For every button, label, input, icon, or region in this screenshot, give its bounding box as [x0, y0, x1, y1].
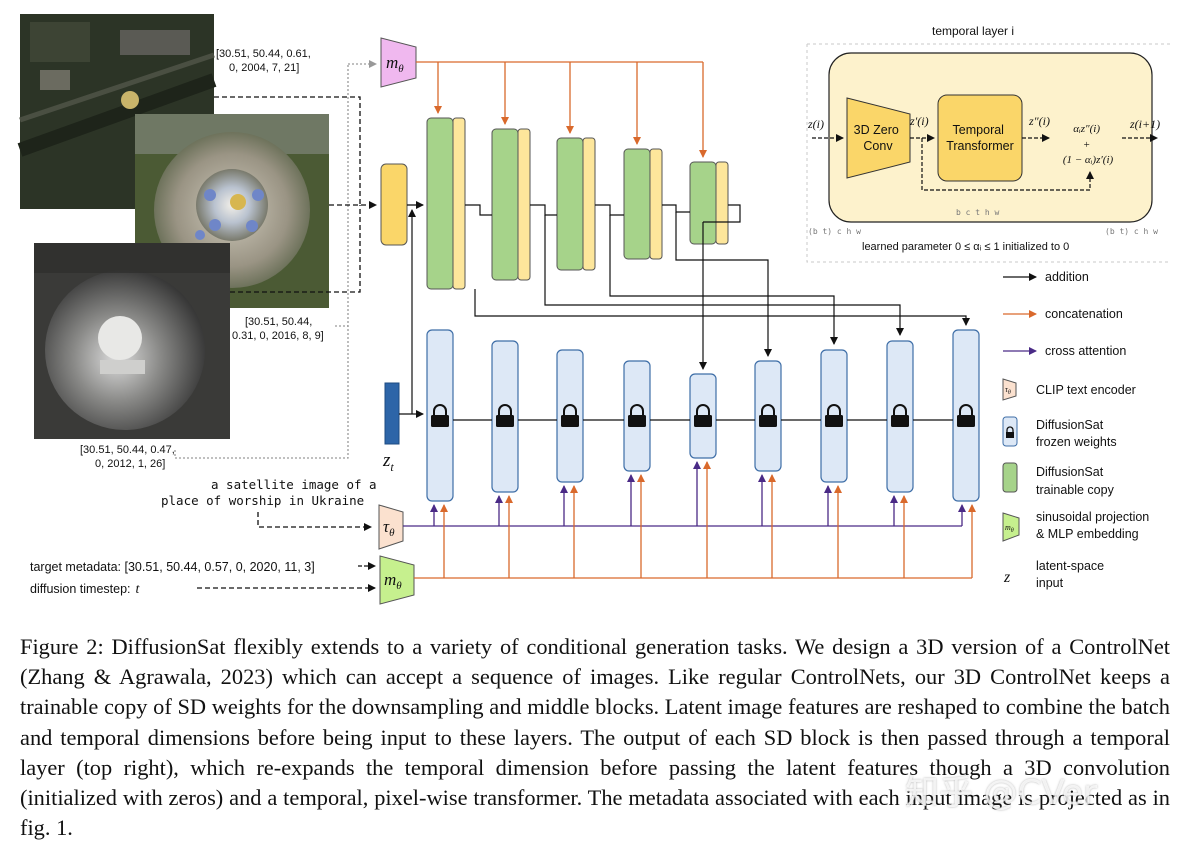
- z-prime-label: z′(i): [909, 114, 929, 128]
- legend-latent: latent-space input: [1036, 559, 1108, 590]
- temporal-transformer: [937, 94, 1023, 182]
- satellite-image-1: [17, 14, 217, 209]
- metadata-line-3: [174, 326, 349, 459]
- skip-connection-arrow: [921, 138, 1094, 191]
- legend-trainable: DiffusionSat trainable copy: [1036, 465, 1115, 497]
- dims-right: (b t) c h w: [1105, 227, 1158, 236]
- controlnet-input-block: [380, 163, 408, 246]
- trainable-block-3: [556, 137, 584, 271]
- trainable-connections: [465, 204, 741, 223]
- temporal-block-4: [649, 148, 663, 260]
- addition-arrows: [474, 212, 970, 370]
- temporal-panel-border: [806, 43, 1170, 263]
- svg-text:τθ: τθ: [383, 517, 395, 539]
- legend-latent-icon: z: [1003, 569, 1011, 586]
- svg-text:mθ: mθ: [386, 53, 404, 75]
- temporal-block-2: [517, 128, 531, 281]
- temporal-transformer-label: Temporal Transformer: [946, 123, 1014, 153]
- zero-conv-label: 3D Zero Conv: [854, 123, 903, 153]
- metadata-label-3: [30.51, 50.44, 0.47, 0, 2012, 1, 26]: [80, 444, 178, 470]
- lock-icon: [431, 404, 449, 427]
- legend-mlp-icon: mθ: [1002, 512, 1020, 542]
- svg-text:mθ: mθ: [384, 570, 402, 592]
- dims-inner: b c t h w: [956, 208, 1000, 217]
- z-in-label: z(i): [807, 117, 824, 131]
- latent-zt-block: [384, 382, 400, 445]
- lock-icon: [825, 404, 843, 427]
- image-3-line: [230, 205, 361, 293]
- temporal-block-5: [715, 161, 729, 245]
- trainable-blocks: [426, 117, 729, 290]
- temporal-block-1: [452, 117, 466, 290]
- image-1-line: [214, 96, 361, 205]
- temporal-block-3: [582, 137, 596, 271]
- lock-icon: [694, 404, 712, 427]
- diffusion-timestep-label: diffusion timestep:t: [30, 582, 141, 597]
- concat-bus-bottom: [414, 461, 976, 579]
- trainable-block-4: [623, 148, 651, 260]
- temporal-layer-title: temporal layer i: [932, 24, 1014, 38]
- concat-bus-top: [416, 61, 707, 158]
- legend-sinusoidal: sinusoidal projection & MLP embedding: [1036, 510, 1153, 541]
- dims-left: (b t) c h w: [808, 227, 861, 236]
- trainable-block-1: [426, 117, 454, 290]
- legend-addition: addition: [1045, 270, 1089, 284]
- z-double-prime-label: z″(i): [1028, 114, 1050, 128]
- trainable-block-2: [491, 128, 519, 281]
- lock-icon: [759, 404, 777, 427]
- metadata-label-2: [30.51, 50.44, 0.31, 0, 2016, 8, 9]: [232, 316, 324, 342]
- lock-icon: [957, 404, 975, 427]
- legend-clip: CLIP text encoder: [1036, 383, 1136, 397]
- prompt-arrow: [257, 512, 372, 531]
- text-prompt: a satellite image of a place of worship …: [161, 477, 384, 508]
- legend: addition concatenation cross attention τ…: [1002, 270, 1153, 590]
- diffusionsat-figure: [30.51, 50.44, 0.61, 0, 2004, 7, 21] [30…: [17, 14, 1170, 605]
- svg-text:mθ: mθ: [1005, 523, 1014, 534]
- target-metadata-label: target metadata: [30.51, 50.44, 0.57, 0,…: [30, 560, 315, 574]
- z-out-label: z(i+1): [1129, 117, 1160, 131]
- legend-frozen: DiffusionSat frozen weights: [1036, 418, 1117, 449]
- legend-frozen-icon: [1002, 416, 1018, 447]
- cross-attention-bus: [403, 461, 966, 527]
- combine-formula: αᵢz″(i) + (1 − αᵢ)z′(i): [1063, 123, 1114, 166]
- legend-trainable-icon: [1002, 462, 1018, 493]
- latent-zt-label: zt: [382, 450, 394, 474]
- satellite-image-3: [34, 243, 230, 439]
- lock-icon: [496, 404, 514, 427]
- param-note: learned parameter 0 ≤ αᵢ ≤ 1 initialized…: [862, 241, 1069, 253]
- svg-text:τθ: τθ: [1005, 385, 1011, 396]
- metadata-label-1: [30.51, 50.44, 0.61, 0, 2004, 7, 21]: [216, 48, 314, 74]
- legend-clip-icon: τθ: [1002, 378, 1017, 401]
- tau-theta-clip-encoder: τθ: [378, 504, 404, 550]
- metadata-line-2: [335, 64, 349, 327]
- m-theta-timestep-encoder: mθ: [379, 555, 415, 605]
- m-theta-metadata-encoder: mθ: [380, 37, 417, 88]
- lock-icon: [561, 404, 579, 427]
- watermark: 知乎 @CVer: [905, 773, 1098, 813]
- lock-icon: [891, 404, 909, 427]
- legend-cross-attention: cross attention: [1045, 344, 1126, 358]
- lock-icon: [628, 404, 646, 427]
- lock-icons: [431, 404, 975, 427]
- figure-caption: Figure 2: DiffusionSat flexibly extends …: [20, 634, 1170, 841]
- zero-conv-3d: [846, 97, 911, 179]
- legend-concatenation: concatenation: [1045, 307, 1123, 321]
